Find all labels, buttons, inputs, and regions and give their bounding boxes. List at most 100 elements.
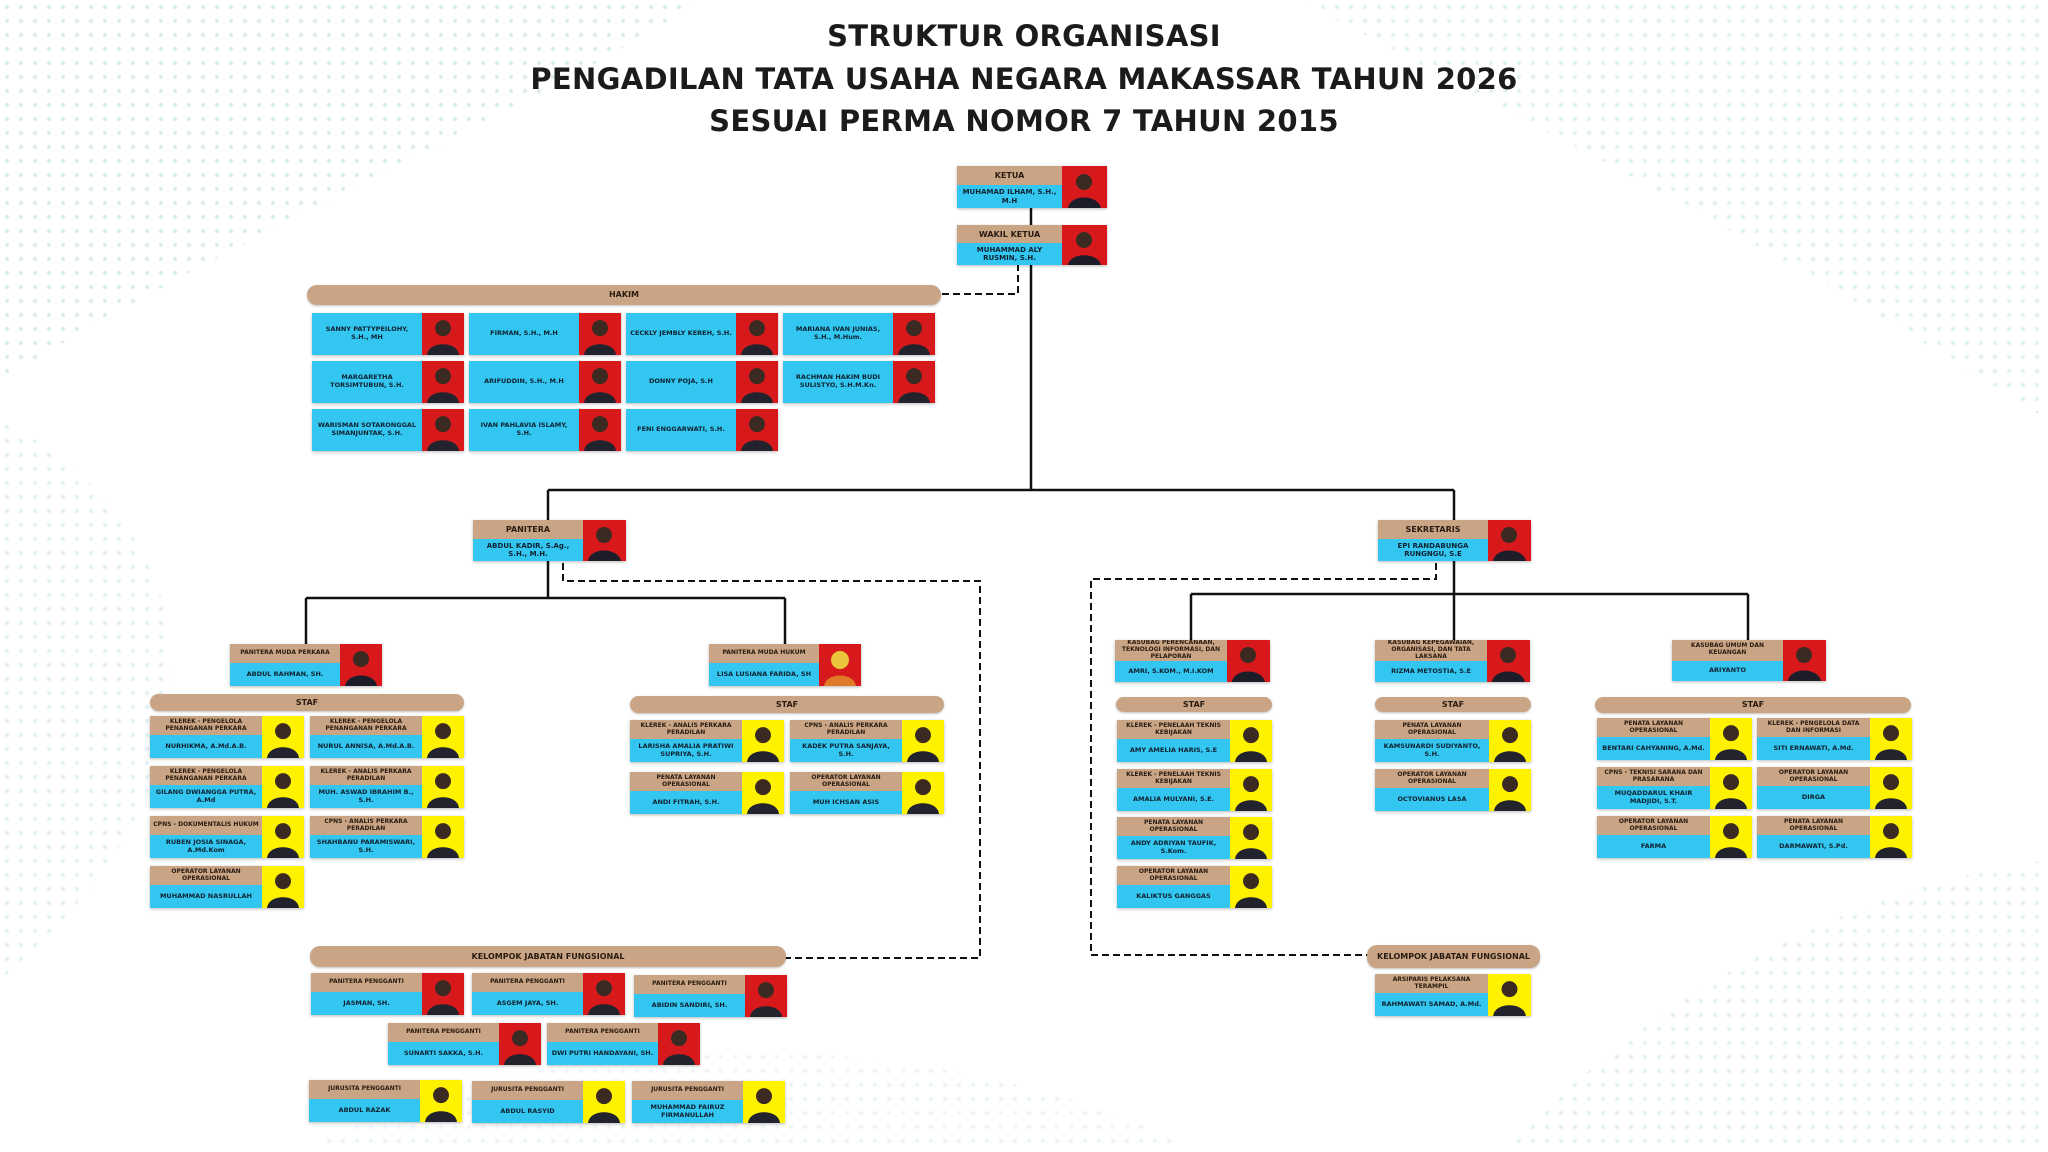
panitera-card: PANITERA ABDUL KADIR, S.Ag., S.H., M.H. <box>473 520 626 561</box>
wakil-ketua-name: MUHAMMAD ALY RUSMIN, S.H. <box>957 243 1062 265</box>
member-role: KLEREK - PENGELOLA PENANGANAN PERKARA <box>150 766 262 786</box>
fungsional-right-header: KELOMPOK JABATAN FUNGSIONAL <box>1367 945 1540 968</box>
sekretaris-name: EPI RANDABUNGA RUNGNGU, S.E <box>1378 538 1488 561</box>
wakil-ketua-photo <box>1062 225 1107 265</box>
hakim-card: FIRMAN, S.H., M.H <box>469 313 621 355</box>
kasubag-kepegawaian-name: RIZMA METOSTIA, S.E <box>1375 661 1487 682</box>
member-name: ABDUL RAZAK <box>309 1099 420 1122</box>
hakim-card: IVAN PAHLAVIA ISLAMY, S.H. <box>469 409 621 451</box>
hakim-card: DONNY POJA, S.H <box>626 361 778 403</box>
member-role: ARSIPARIS PELAKSANA TERAMPIL <box>1375 974 1488 994</box>
member-name: LARISHA AMALIA PRATIWI SUPRIYA, S.H. <box>630 739 742 762</box>
member-name: NURHIKMA, A.Md.A.B. <box>150 735 262 758</box>
member-name: SANNY PATTYPEILOHY, S.H., MH <box>312 313 422 355</box>
member-photo <box>422 313 464 355</box>
member-name: FARMA <box>1597 835 1710 858</box>
member-name: FENI ENGGARWATI, S.H. <box>626 409 736 451</box>
panitera-muda-hukum-card: PANITERA MUDA HUKUM LISA LUSIANA FARIDA,… <box>709 644 861 686</box>
member-name: AMALIA MULYANI, S.E. <box>1117 788 1230 811</box>
hakim-card: FENI ENGGARWATI, S.H. <box>626 409 778 451</box>
member-photo <box>1710 816 1752 858</box>
member-photo <box>1870 816 1912 858</box>
member-role: OPERATOR LAYANAN OPERASIONAL <box>150 866 262 886</box>
member-photo <box>742 772 784 814</box>
member-role: OPERATOR LAYANAN OPERASIONAL <box>1117 866 1230 886</box>
member-role: PENATA LAYANAN OPERASIONAL <box>1375 720 1489 740</box>
member-role: KLEREK - PENELAAH TEKNIS KEBIJAKAN <box>1117 769 1230 789</box>
member-photo <box>1489 720 1531 762</box>
member-photo <box>499 1023 541 1065</box>
member-name: RACHMAN HAKIM BUDI SULISTYO, S.H.M.Kn. <box>783 361 893 403</box>
panitera-muda-perkara-card: PANITERA MUDA PERKARA ABDUL RAHMAN, SH. <box>230 644 382 686</box>
kasubag-ptip-role: KASUBAG PERENCANAAN, TEKNOLOGI INFORMASI… <box>1115 640 1227 661</box>
member-photo <box>742 720 784 762</box>
member-name: JASMAN, SH. <box>311 992 422 1015</box>
kasubag-umum-role: KASUBAG UMUM DAN KEUANGAN <box>1672 640 1783 661</box>
pm-perkara-name: ABDUL RAHMAN, SH. <box>230 663 340 686</box>
member-role: OPERATOR LAYANAN OPERASIONAL <box>1597 816 1710 836</box>
member-role: JURUSITA PENGGANTI <box>632 1081 743 1101</box>
sekretaris-photo <box>1488 520 1531 561</box>
kasubag-kepegawaian-photo <box>1487 640 1530 682</box>
member-photo <box>1230 817 1272 859</box>
member-photo <box>583 1081 625 1123</box>
member-name: DIRGA <box>1757 786 1870 809</box>
hakim-card: RACHMAN HAKIM BUDI SULISTYO, S.H.M.Kn. <box>783 361 935 403</box>
member-role: CPNS - DOKUMENTALIS HUKUM <box>150 816 262 836</box>
member-name: MARGARETHA TORSIMTUBUN, S.H. <box>312 361 422 403</box>
member-name: SHAHBANU PARAMISWARI, S.H. <box>310 835 422 858</box>
member-photo <box>579 361 621 403</box>
member-name: ABDUL RASYID <box>472 1100 583 1123</box>
member-photo <box>893 313 935 355</box>
member-photo <box>736 409 778 451</box>
hakim-card: MARGARETHA TORSIMTUBUN, S.H. <box>312 361 464 403</box>
member-photo <box>902 720 944 762</box>
ketua-photo <box>1062 166 1107 208</box>
member-name: ARIFUDDIN, S.H., M.H <box>469 361 579 403</box>
member-photo <box>1710 718 1752 760</box>
member-name: CECKLY JEMBLY KEREH, S.H. <box>626 313 736 355</box>
fungsional-left-header: KELOMPOK JABATAN FUNGSIONAL <box>310 946 786 967</box>
member-role: PENATA LAYANAN OPERASIONAL <box>630 772 742 792</box>
kasubag-ptip-name: AMRI, S.KOM., M.I.KOM <box>1115 661 1227 682</box>
member-photo <box>1870 767 1912 809</box>
member-name: MUHAMMAD FAIRUZ FIRMANULLAH <box>632 1100 743 1123</box>
kasubag-umum-staf-header: STAF <box>1595 697 1911 713</box>
hakim-card: CECKLY JEMBLY KEREH, S.H. <box>626 313 778 355</box>
member-photo <box>745 975 787 1017</box>
ketua-card: KETUA MUHAMAD ILHAM, S.H., M.H <box>957 166 1107 208</box>
hakim-card: SANNY PATTYPEILOHY, S.H., MH <box>312 313 464 355</box>
member-photo <box>420 1080 462 1122</box>
member-role: CPNS - TEKNISI SARANA DAN PRASARANA <box>1597 767 1710 787</box>
member-role: PANITERA PENGGANTI <box>547 1023 658 1043</box>
member-name: ASGEM JAYA, SH. <box>472 992 583 1015</box>
member-role: PENATA LAYANAN OPERASIONAL <box>1597 718 1710 738</box>
title-line-1: STRUKTUR ORGANISASI <box>827 19 1221 53</box>
member-role: CPNS - ANALIS PERKARA PERADILAN <box>790 720 902 740</box>
member-name: BENTARI CAHYANING, A.Md. <box>1597 737 1710 760</box>
member-name: SUNARTI SAKKA, S.H. <box>388 1042 499 1065</box>
hakim-header: HAKIM <box>307 285 941 305</box>
member-role: JURUSITA PENGGANTI <box>309 1080 420 1100</box>
kasubag-umum-name: ARIYANTO <box>1672 660 1783 681</box>
member-name: MUH. ASWAD IBRAHIM B., S.H. <box>310 785 422 808</box>
member-photo <box>262 816 304 858</box>
pm-hukum-photo <box>819 644 861 686</box>
member-photo <box>422 716 464 758</box>
member-photo <box>579 313 621 355</box>
